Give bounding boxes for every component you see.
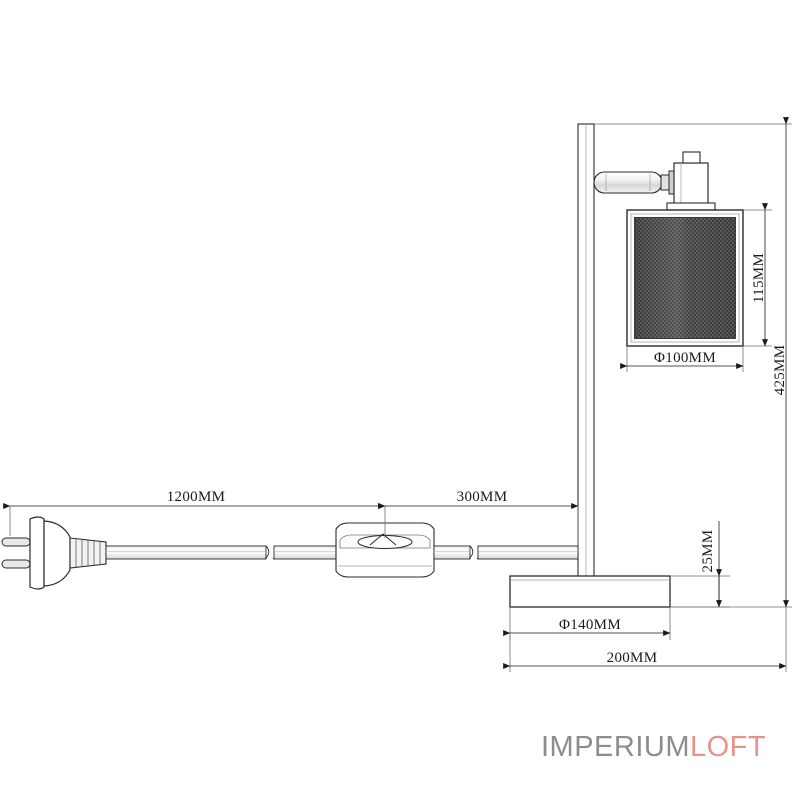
dimension-label-base-diameter: Φ140MM (559, 617, 621, 633)
brand-logo-primary: IMPERIUM (541, 730, 690, 763)
cord-segment-right-b (477, 545, 579, 560)
vertical-post (577, 123, 595, 579)
brand-logo-secondary: LOFT (690, 730, 767, 763)
dimension-cord-long: 1200MM (3, 489, 386, 538)
dimension-label-total-height: 425MM (772, 345, 788, 396)
dimension-shade-height: 115MM (743, 203, 772, 347)
dimension-label-base-overall-width: 200MM (607, 650, 658, 666)
dimension-label-base-thickness: 25MM (700, 530, 716, 573)
inline-rocker-switch[interactable] (335, 522, 435, 578)
mesh-shade (626, 209, 744, 347)
lamp-assembly (509, 123, 744, 608)
lamp-base (509, 575, 671, 608)
cord-segment-right-a (433, 545, 471, 560)
cord-segment-left (105, 545, 267, 560)
dimension-label-cord-short: 300MM (457, 489, 508, 505)
dimension-annotations: 115MM 425MM 25MM Φ10 (3, 117, 792, 672)
dimension-label-cord-long: 1200MM (167, 489, 225, 505)
cord-segment-mid (273, 545, 337, 560)
power-cord-assembly (1, 516, 579, 590)
dimension-label-shade-height: 115MM (751, 253, 767, 303)
dimension-base-thickness: 25MM (670, 521, 730, 608)
socket-housing (666, 151, 716, 211)
eu-two-pin-plug (1, 516, 107, 590)
horizontal-arm (593, 170, 675, 195)
dimension-label-shade-diameter: Φ100MM (654, 350, 716, 366)
dimension-cord-short: 300MM (378, 489, 579, 546)
dimension-shade-diameter: Φ100MM (620, 346, 744, 372)
dimension-base-overall-width: 200MM (503, 607, 787, 672)
